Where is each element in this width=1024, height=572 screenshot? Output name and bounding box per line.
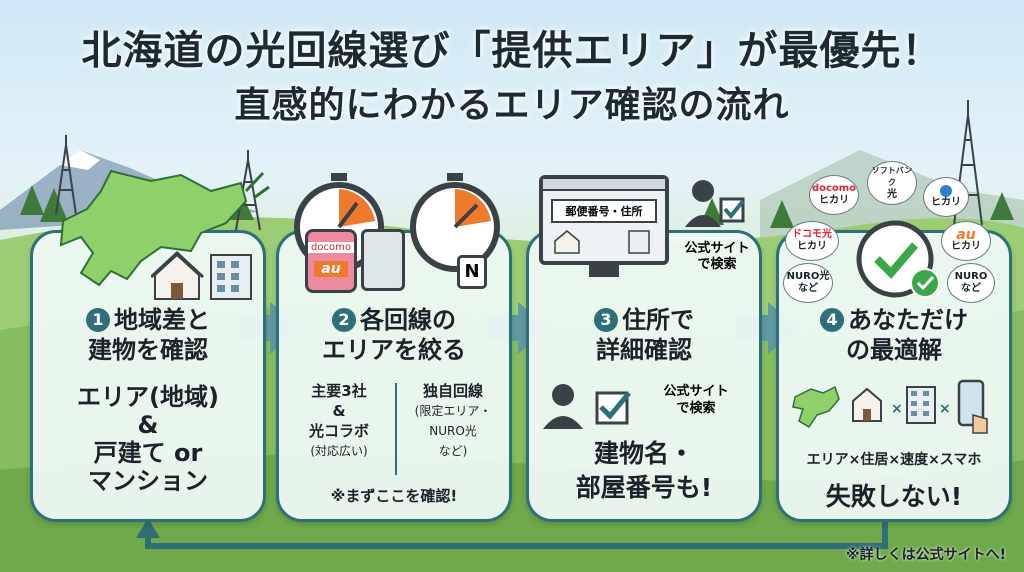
- docomo-hikari-logo: ドコモ光ヒカリ: [785, 221, 839, 261]
- house-and-building-icon: [554, 230, 650, 254]
- au-logo: au: [314, 261, 348, 277]
- smartphone-hand-icon: [957, 379, 988, 434]
- step-4-formula: エリア×住居×速度×スマホ: [806, 452, 982, 468]
- top-search-line2: で検索: [697, 257, 737, 272]
- column-divider: [395, 383, 397, 475]
- softbank-hikari-logo: ソフトバンク光: [867, 161, 917, 205]
- check-badge-icon: [856, 220, 940, 298]
- independent-lines-column: 独自回線 (限定エリア・ NURO光 など): [399, 381, 507, 461]
- step-3-body-line2: 部屋番号も!: [575, 473, 713, 502]
- top-search-line1: 公式サイト: [684, 241, 750, 256]
- postal-address-field: 郵便番号・住所: [551, 199, 657, 223]
- major-carriers-line1: 主要3社: [311, 382, 367, 400]
- smartphone-icon: docomo au: [305, 229, 357, 293]
- house-and-building-icon: [151, 250, 252, 300]
- step-3-body: 建物名・ 部屋番号も!: [529, 437, 759, 505]
- major-carriers-line2: &: [332, 402, 346, 420]
- step-3-body-line1: 建物名・: [593, 439, 694, 468]
- top-search-note: 公式サイト で検索: [669, 241, 765, 273]
- times-sign: ×: [939, 401, 951, 417]
- globe-icon: [940, 185, 952, 197]
- step-3-heading-line1: 住所で: [622, 306, 694, 334]
- step-1-body-line1: エリア(地域): [77, 383, 219, 411]
- formula-icons: [792, 379, 988, 434]
- user-check-icon: [685, 180, 745, 227]
- monitor-titlebar: [543, 179, 665, 191]
- step-1-number: 1: [86, 308, 110, 332]
- step-1-heading-line1: 地域差と: [114, 306, 210, 334]
- hikari-logo: ヒカリ: [923, 177, 969, 217]
- step-1-body-line3: 戸建て or: [93, 439, 203, 467]
- step-2-heading-line2: エリアを絞る: [322, 336, 466, 364]
- step-2-number: 2: [332, 308, 356, 332]
- nuro-logo: N: [457, 255, 487, 289]
- docomo-logo: docomo: [308, 242, 354, 253]
- major-carriers-line3: 光コラボ: [308, 422, 369, 440]
- mid-search-line1: 公式サイト: [663, 384, 729, 399]
- stopwatch-icon: [410, 173, 500, 272]
- step-4-heading-line1: あなただけ: [848, 306, 968, 334]
- mid-search-note: 公式サイト で検索: [641, 383, 751, 417]
- nuro-hikari-logo: NURO光など: [783, 263, 833, 303]
- independent-lines-note1: (限定エリア・: [414, 404, 492, 418]
- step-4-body: 失敗しない!: [825, 482, 963, 511]
- step-1-heading-line2: 建物を確認: [88, 336, 208, 364]
- step-4-heading-line2: の最適解: [846, 336, 942, 364]
- times-sign: ×: [891, 401, 903, 417]
- step-1-body-line4: マンション: [88, 467, 208, 495]
- house-icon: [852, 387, 882, 422]
- user-check-icon: [543, 384, 631, 429]
- step-1-body: エリア(地域) & 戸建て or マンション: [33, 383, 263, 495]
- footnote: ※詳しくは公式サイトへ!: [846, 547, 1006, 563]
- major-carriers-column: 主要3社 & 光コラボ (対応広い): [287, 381, 391, 461]
- independent-lines-note3: など): [438, 444, 468, 458]
- step-2-heading-line1: 各回線の: [360, 306, 456, 334]
- step-2-footer: ※まずここを確認!: [330, 487, 458, 505]
- step-4-number: 4: [820, 308, 844, 332]
- tablet-icon: [361, 229, 405, 291]
- major-carriers-note: (対応広い): [310, 444, 368, 458]
- mid-search-line2: で検索: [676, 401, 716, 416]
- main-title: 北海道の光回線選び「提供エリア」が最優先！: [81, 28, 943, 74]
- monitor-stand-icon: [589, 265, 619, 277]
- subtitle: 直感的にわかるエリア確認の流れ: [234, 85, 790, 126]
- hokkaido-map-icon: [59, 169, 270, 287]
- step-3-heading-line2: 詳細確認: [596, 336, 692, 364]
- independent-lines-note2: NURO光: [429, 424, 477, 438]
- step-1-body-line2: &: [137, 411, 159, 439]
- hokkaido-map-icon: [792, 385, 840, 429]
- step-3-number: 3: [594, 308, 618, 332]
- monitor-icon: 郵便番号・住所: [539, 175, 669, 265]
- independent-lines-line1: 独自回線: [422, 382, 483, 400]
- building-icon: [906, 386, 936, 424]
